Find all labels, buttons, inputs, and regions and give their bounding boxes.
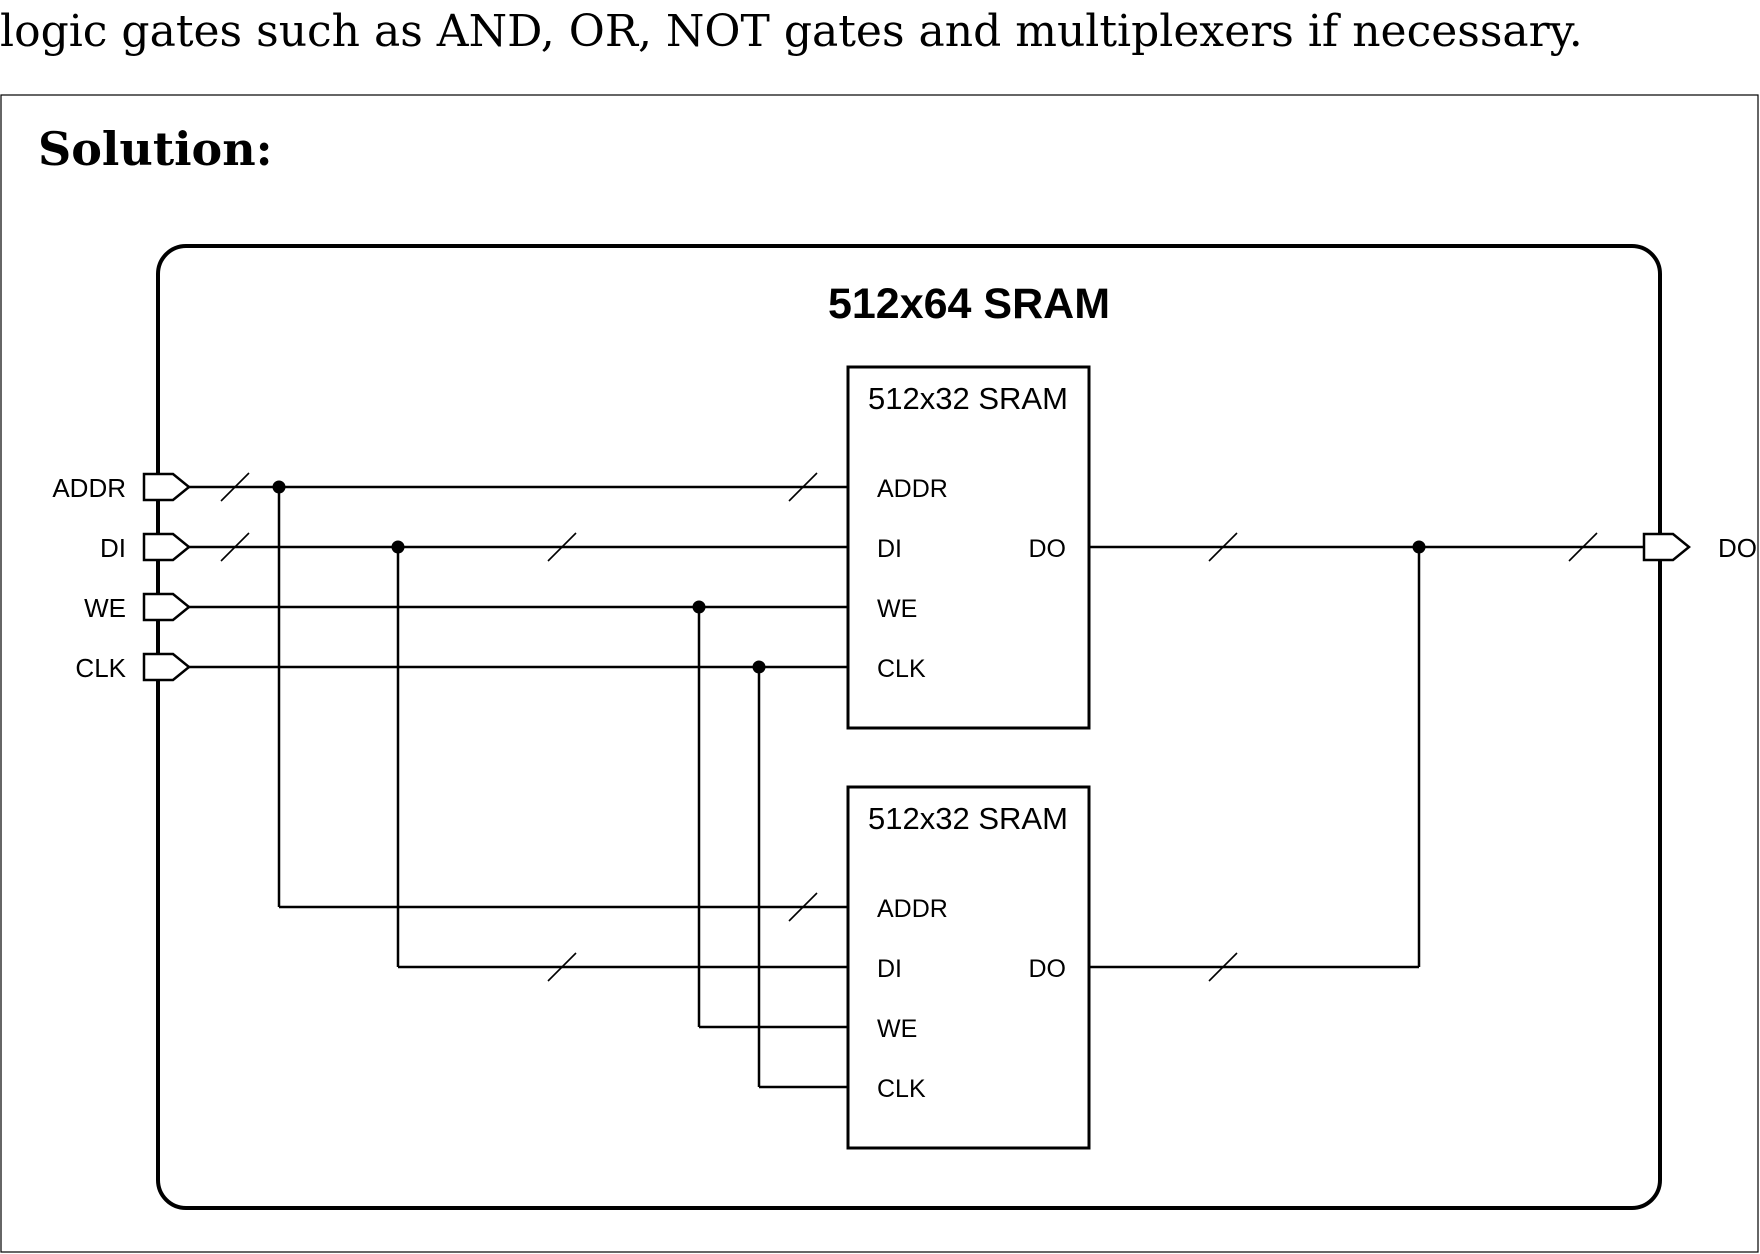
output-port-do-label: DO — [1718, 533, 1757, 563]
input-port-we-arrow — [142, 592, 191, 622]
bus-mark-do-bottom — [1208, 952, 1238, 982]
output-port: DO — [1642, 532, 1757, 563]
sram-block-bottom: 512x32 SRAM ADDR DI WE CLK DO — [846, 785, 1091, 1150]
solution-label: Solution: — [38, 122, 273, 176]
sram-block-top-pin-clk: CLK — [877, 655, 926, 683]
input-ports: ADDR DI WE CLK — [52, 472, 191, 683]
sram-block-bottom-title: 512x32 SRAM — [868, 801, 1068, 836]
bus-mark-di-in — [220, 532, 250, 562]
sram-block-bottom-pin-do: DO — [1029, 955, 1067, 983]
input-port-clk-label: CLK — [75, 653, 126, 683]
junction-addr — [272, 480, 286, 494]
input-port-di-label: DI — [100, 533, 126, 563]
sram-block-top-pin-addr: ADDR — [877, 475, 948, 503]
solution-frame — [0, 94, 1759, 1253]
bus-width-marks — [220, 472, 1598, 982]
sram-block-bottom-pin-clk: CLK — [877, 1075, 926, 1103]
junctions — [272, 480, 1426, 674]
bus-mark-addr-in — [220, 472, 250, 502]
input-port-clk-arrow — [142, 652, 191, 682]
input-port-di-arrow — [142, 532, 191, 562]
sram-block-top-pin-do: DO — [1029, 535, 1067, 563]
input-port-addr-arrow — [142, 472, 191, 502]
sram-block-bottom-pin-we: WE — [877, 1015, 917, 1043]
outer-module-border — [156, 244, 1662, 1210]
input-port-addr-label: ADDR — [52, 473, 126, 503]
sram-block-top-pin-di: DI — [877, 535, 902, 563]
sram-block-top-box — [846, 365, 1091, 730]
input-port-we-label: WE — [84, 593, 126, 623]
intro-text: logic gates such as AND, OR, NOT gates a… — [0, 6, 1583, 57]
bus-mark-di-top — [547, 532, 577, 562]
sram-block-bottom-pin-addr: ADDR — [877, 895, 948, 923]
output-port-do-arrow — [1642, 532, 1691, 562]
bus-mark-di-bottom — [547, 952, 577, 982]
bus-mark-addr-top — [788, 472, 818, 502]
junction-di — [391, 540, 405, 554]
outer-module-title: 512x64 SRAM — [828, 280, 1110, 328]
bus-mark-do-out — [1568, 532, 1598, 562]
bus-mark-do-top — [1208, 532, 1238, 562]
sram-block-top-pin-we: WE — [877, 595, 917, 623]
junction-do — [1412, 540, 1426, 554]
sram-block-top: 512x32 SRAM ADDR DI WE CLK DO — [846, 365, 1091, 730]
junction-we — [692, 600, 706, 614]
wires — [189, 485, 1644, 1089]
bus-mark-addr-bottom — [788, 892, 818, 922]
sram-block-bottom-box — [846, 785, 1091, 1150]
junction-clk — [752, 660, 766, 674]
sram-block-bottom-pin-di: DI — [877, 955, 902, 983]
sram-block-top-title: 512x32 SRAM — [868, 381, 1068, 416]
